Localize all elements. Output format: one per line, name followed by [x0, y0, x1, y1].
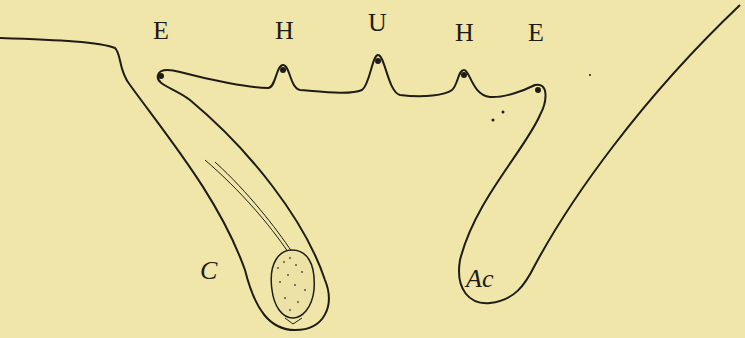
- point-dot: [158, 73, 164, 79]
- part-label: H: [455, 20, 474, 46]
- filament: [205, 160, 288, 252]
- point-dot: [535, 87, 541, 93]
- speck: [502, 111, 505, 114]
- stippling: [277, 257, 306, 311]
- part-label: U: [368, 10, 387, 36]
- part-label: E: [153, 18, 169, 44]
- part-label: E: [528, 20, 544, 46]
- egg-cell: [271, 250, 314, 318]
- part-label: C: [200, 258, 217, 284]
- part-label: Ac: [466, 266, 493, 292]
- filament: [215, 162, 292, 252]
- cell-base: [285, 318, 302, 324]
- point-dot: [280, 67, 286, 73]
- point-dot: [375, 58, 381, 64]
- tissue-outline: [0, 5, 740, 330]
- speck: [589, 74, 591, 76]
- speck: [492, 119, 495, 122]
- point-dot: [461, 72, 467, 78]
- part-label: H: [275, 18, 294, 44]
